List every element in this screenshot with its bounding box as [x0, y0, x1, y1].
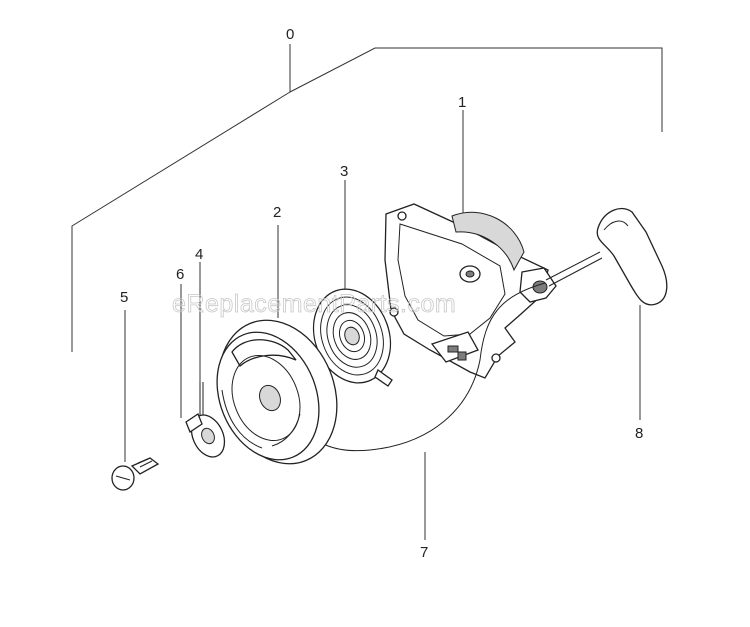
callout-1: 1 [458, 94, 466, 111]
screw [111, 457, 160, 491]
starter-rope [299, 282, 546, 452]
recoil-spring [312, 288, 393, 387]
starter-housing [384, 203, 557, 379]
callout-7: 7 [420, 544, 428, 561]
rope-pulley [216, 319, 338, 465]
callout-6: 6 [176, 266, 184, 283]
callout-4: 4 [195, 246, 203, 263]
callout-0: 0 [286, 26, 294, 43]
pulley-pin [199, 382, 204, 420]
assembly-bracket [71, 44, 663, 352]
starter-handle [545, 207, 668, 306]
callout-5: 5 [120, 289, 128, 306]
pawl-retainer [185, 413, 226, 458]
watermark: eReplacementParts.com [172, 290, 456, 318]
callout-3: 3 [340, 163, 348, 180]
callout-2: 2 [273, 204, 281, 221]
callout-8: 8 [635, 425, 643, 442]
